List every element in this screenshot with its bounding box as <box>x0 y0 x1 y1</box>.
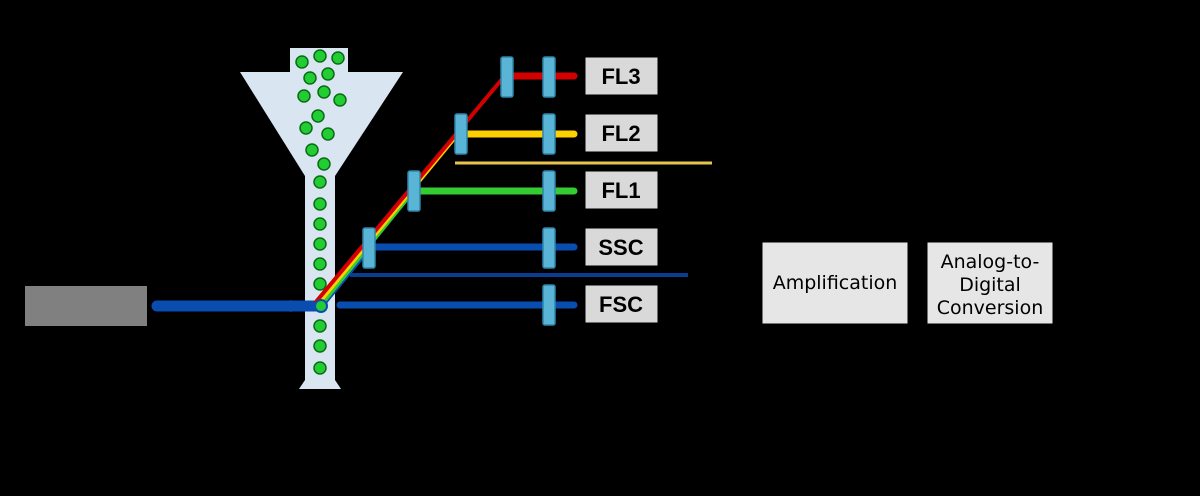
cell-particle-icon <box>313 361 327 375</box>
laser-source-icon <box>25 286 147 326</box>
optical-filter-icon <box>542 227 556 269</box>
cell-particle-icon <box>311 109 325 123</box>
adc-label-line3: Conversion <box>937 297 1044 319</box>
cell-particle-icon <box>299 121 313 135</box>
cell-particle-icon <box>317 85 331 99</box>
cell-particle-icon <box>313 339 327 353</box>
optical-filter-icon <box>454 113 468 155</box>
detector-label-fl2: FL2 <box>601 121 640 146</box>
cell-particle-icon <box>321 67 335 81</box>
cell-particle-icon <box>295 55 309 69</box>
laser-beam-taper <box>290 300 318 312</box>
detector-label-fl3: FL3 <box>601 64 640 89</box>
optical-filter-icon <box>542 56 556 98</box>
detector-label-ssc: SSC <box>598 235 643 260</box>
detector-fl3: FL3 <box>584 56 659 96</box>
adc-box: Analog-to- Digital Conversion <box>926 241 1054 325</box>
adc-label-line1: Analog-to- <box>941 251 1040 273</box>
cell-particle-icon <box>313 277 327 291</box>
cell-particles <box>295 49 347 375</box>
cell-particle-icon <box>313 237 327 251</box>
cell-particle-icon <box>333 93 347 107</box>
adc-label-line2: Digital <box>959 274 1021 296</box>
cell-particle-icon <box>313 197 327 211</box>
detector-ssc: SSC <box>584 227 659 267</box>
optical-filter-icon <box>500 56 514 98</box>
cell-particle-icon <box>305 143 319 157</box>
cell-particle-icon <box>331 51 345 65</box>
optical-filter-icon <box>542 284 556 326</box>
interrogated-particle-icon <box>314 299 328 313</box>
optical-filter-icon <box>407 170 421 212</box>
detector-fsc: FSC <box>584 284 659 324</box>
detector-label-fl1: FL1 <box>601 178 640 203</box>
optical-filter-icon <box>542 113 556 155</box>
optical-filter-icon <box>542 170 556 212</box>
cell-particle-icon <box>313 49 327 63</box>
optical-filter-icon <box>362 227 376 269</box>
amplification-box: Amplification <box>761 241 909 325</box>
cell-particle-icon <box>313 175 327 189</box>
cell-particle-icon <box>313 319 327 333</box>
detector-label-fsc: FSC <box>599 292 643 317</box>
amplification-label: Amplification <box>773 272 898 294</box>
cell-particle-icon <box>303 71 317 85</box>
detector-fl2: FL2 <box>584 113 659 153</box>
cell-particle-icon <box>321 127 335 141</box>
detector-fl1: FL1 <box>584 170 659 210</box>
cell-particle-icon <box>317 157 331 171</box>
cell-particle-icon <box>313 217 327 231</box>
cell-particle-icon <box>297 89 311 103</box>
cell-particle-icon <box>313 257 327 271</box>
